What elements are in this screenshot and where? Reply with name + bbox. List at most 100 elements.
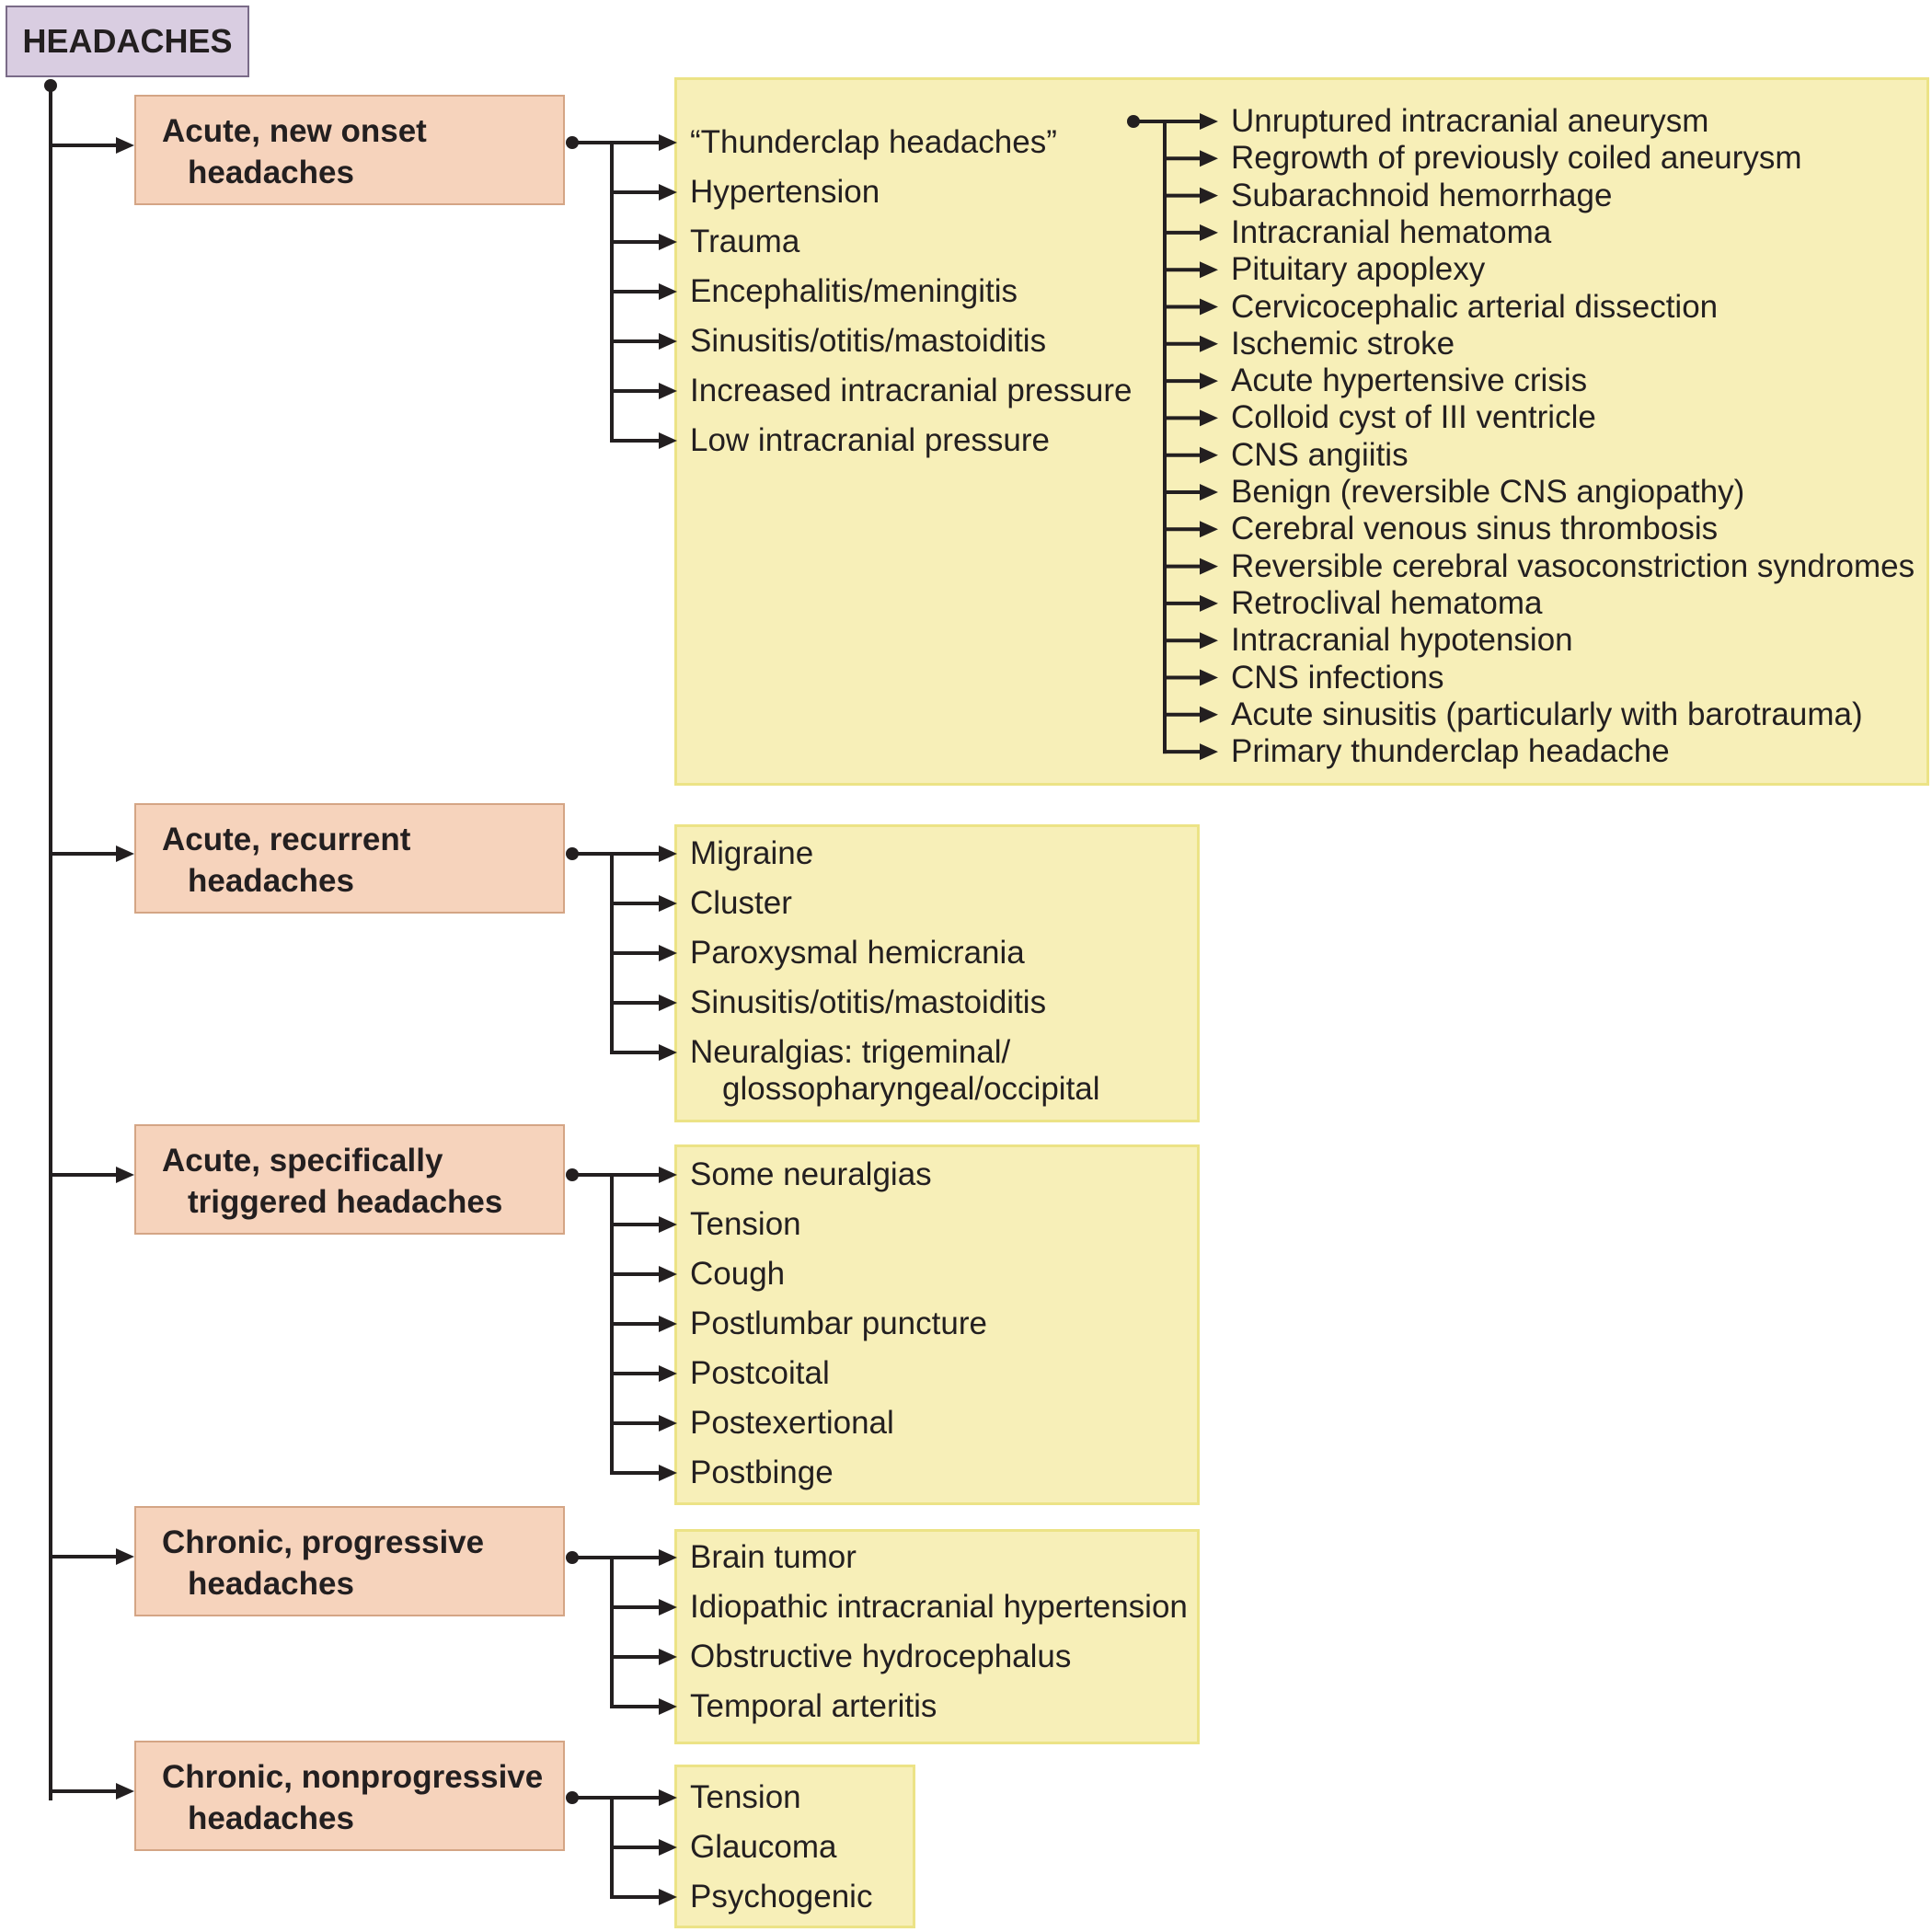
item-arrow-5-2-head [659,1839,677,1856]
cause-item-text: Some neuralgias [690,1156,932,1192]
item-arrow-2-5-head [659,1044,677,1061]
thunderclap-cause-item-text: Regrowth of previously coiled aneurysm [1231,140,1802,177]
thunderclap-cause-item-text: Benign (reversible CNS angiopathy) [1231,474,1745,510]
category-title-line1: Acute, specifically [162,1143,443,1179]
category-title-line2: triggered headaches [188,1184,503,1220]
cause-item-text: Hypertension [690,174,880,210]
thunderclap-cause-item: Benign (reversible CNS angiopathy) [1231,474,1744,511]
thunderclap-cause-item-text: Acute hypertensive crisis [1231,362,1588,399]
thunderclap-cause-item: Colloid cyst of III ventricle [1231,399,1596,436]
thunderclap-cause-item: Acute sinusitis (particularly with barot… [1231,696,1863,733]
cause-item: Psychogenic [690,1879,872,1915]
cause-item-text: Increased intracranial pressure [690,373,1133,408]
thunderclap-cause-item-text: CNS infections [1231,659,1444,696]
item-arrow-1-7-head [659,432,677,449]
item-arrow-1-5-head [659,333,677,350]
thunderclap-cause-item-text: Pituitary apoplexy [1231,251,1486,288]
cause-item: Glaucoma [690,1829,837,1866]
thunderclap-cause-item-text: Colloid cyst of III ventricle [1231,399,1596,436]
thunderclap-cause-item: Reversible cerebral vasoconstriction syn… [1231,548,1915,585]
cause-item-text: “Thunderclap headaches” [690,124,1057,160]
thunderclap-arrow-12-head [1200,521,1218,538]
thunderclap-cause-item: Acute hypertensive crisis [1231,362,1587,399]
cause-item: Postcoital [690,1355,830,1392]
thunderclap-cause-item-text: Reversible cerebral vasoconstriction syn… [1231,547,1915,584]
category-title-line2: headaches [188,1566,354,1602]
thunderclap-cause-item: CNS angiitis [1231,437,1409,474]
cause-item: Neuralgias: trigeminal/glossopharyngeal/… [690,1034,1100,1108]
cause-item-text: Migraine [690,835,814,871]
thunderclap-cause-item-text: Subarachnoid hemorrhage [1231,177,1613,213]
category-title-line2: headaches [188,1800,354,1836]
cause-item-text: Sinusitis/otitis/mastoiditis [690,323,1047,359]
cause-item-text: Cluster [690,885,792,921]
cause-item: Migraine [690,835,813,872]
thunderclap-arrow-15-head [1200,632,1218,650]
cause-item-text-continued: glossopharyngeal/occipital [722,1071,1100,1107]
cause-item: Low intracranial pressure [690,422,1050,459]
item-arrow-5-3-head [659,1889,677,1905]
category-box-1: Acute, new onset headaches [134,95,565,205]
item-arrow-1-4-head [659,283,677,300]
item-arrow-5-1-head [659,1789,677,1806]
category-title-line2: headaches [188,155,354,190]
cause-item-text: Postbinge [690,1455,834,1490]
thunderclap-cause-item: Cerebral venous sinus thrombosis [1231,511,1718,547]
cause-item: “Thunderclap headaches” [690,124,1057,161]
thunderclap-arrow-7-head [1200,335,1218,352]
thunderclap-arrow-5-head [1200,261,1218,279]
thunderclap-cause-item-text: Acute sinusitis (particularly with barot… [1231,696,1863,732]
thunderclap-arrow-8-head [1200,373,1218,390]
trunk-arrow-1-head [116,137,134,154]
item-arrow-1-2-head [659,184,677,201]
cause-item-text: Obstructive hydrocephalus [690,1639,1072,1674]
thunderclap-cause-item: Primary thunderclap headache [1231,733,1670,770]
category-box-3: Acute, specifically triggered headaches [134,1124,565,1235]
cause-item: Some neuralgias [690,1156,932,1193]
cause-item: Tension [690,1779,801,1816]
item-arrow-4-2-head [659,1599,677,1616]
thunderclap-arrow-14-head [1200,594,1218,612]
cause-item-text: Postcoital [690,1355,830,1391]
category-title-line1: Chronic, nonprogressive [162,1759,544,1795]
cause-item: Obstructive hydrocephalus [690,1639,1071,1675]
thunderclap-arrow-1-head [1200,113,1218,130]
thunderclap-arrow-17-head [1200,706,1218,723]
cause-item-text: Low intracranial pressure [690,422,1051,458]
item-arrow-2-4-head [659,995,677,1011]
cause-panel-1 [674,77,1929,786]
thunderclap-cause-item: Retroclival hematoma [1231,585,1542,622]
thunderclap-cause-item: Ischemic stroke [1231,326,1455,362]
cause-item: Cough [690,1256,785,1293]
cause-item-text: Temporal arteritis [690,1688,937,1724]
thunderclap-cause-item-text: Ischemic stroke [1231,325,1455,362]
category-title-line1: Acute, new onset [162,113,427,149]
trunk-arrow-4-head [116,1548,134,1565]
cause-item: Postexertional [690,1405,894,1442]
item-arrow-3-4-head [659,1316,677,1332]
thunderclap-cause-item: Unruptured intracranial aneurysm [1231,103,1708,140]
cause-item: Sinusitis/otitis/mastoiditis [690,323,1046,360]
cause-item-text: Trauma [690,224,800,259]
cause-item: Cluster [690,885,792,922]
cause-item-text: Cough [690,1256,786,1292]
cause-item: Brain tumor [690,1539,857,1576]
item-arrow-4-1-head [659,1549,677,1566]
item-arrow-1-3-head [659,234,677,250]
cause-item-text: Brain tumor [690,1539,857,1575]
item-arrow-2-1-head [659,845,677,862]
root-label: HEADACHES [22,22,233,60]
cause-item-text: Tension [690,1779,801,1815]
thunderclap-cause-item-text: Retroclival hematoma [1231,584,1543,621]
item-arrow-3-1-head [659,1167,677,1183]
trunk-arrow-5-head [116,1783,134,1800]
item-arrow-4-4-head [659,1698,677,1715]
root-node: HEADACHES [6,6,249,77]
cause-item: Paroxysmal hemicrania [690,935,1025,972]
cause-item-text: Postlumbar puncture [690,1305,987,1341]
item-arrow-3-5-head [659,1365,677,1382]
